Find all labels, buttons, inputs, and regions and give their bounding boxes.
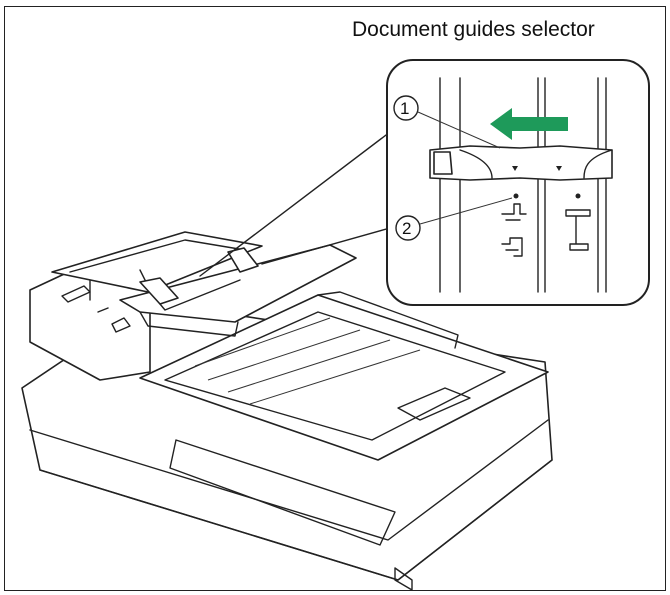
callout-2-label: 2 — [402, 219, 411, 238]
slide-left-arrow — [490, 108, 568, 140]
flatbed-lid — [139, 291, 549, 461]
guide-position-icons — [501, 193, 591, 257]
zoom-leader-lines — [199, 131, 391, 277]
adf-unit — [29, 231, 263, 381]
callout-1: 1 — [393, 95, 501, 149]
zoom-detail-box — [386, 59, 650, 306]
figure-frame — [4, 6, 666, 591]
figure-title: Document guides selector — [352, 18, 595, 41]
callout-1-label: 1 — [400, 99, 409, 118]
callout-2: 2 — [395, 197, 513, 241]
